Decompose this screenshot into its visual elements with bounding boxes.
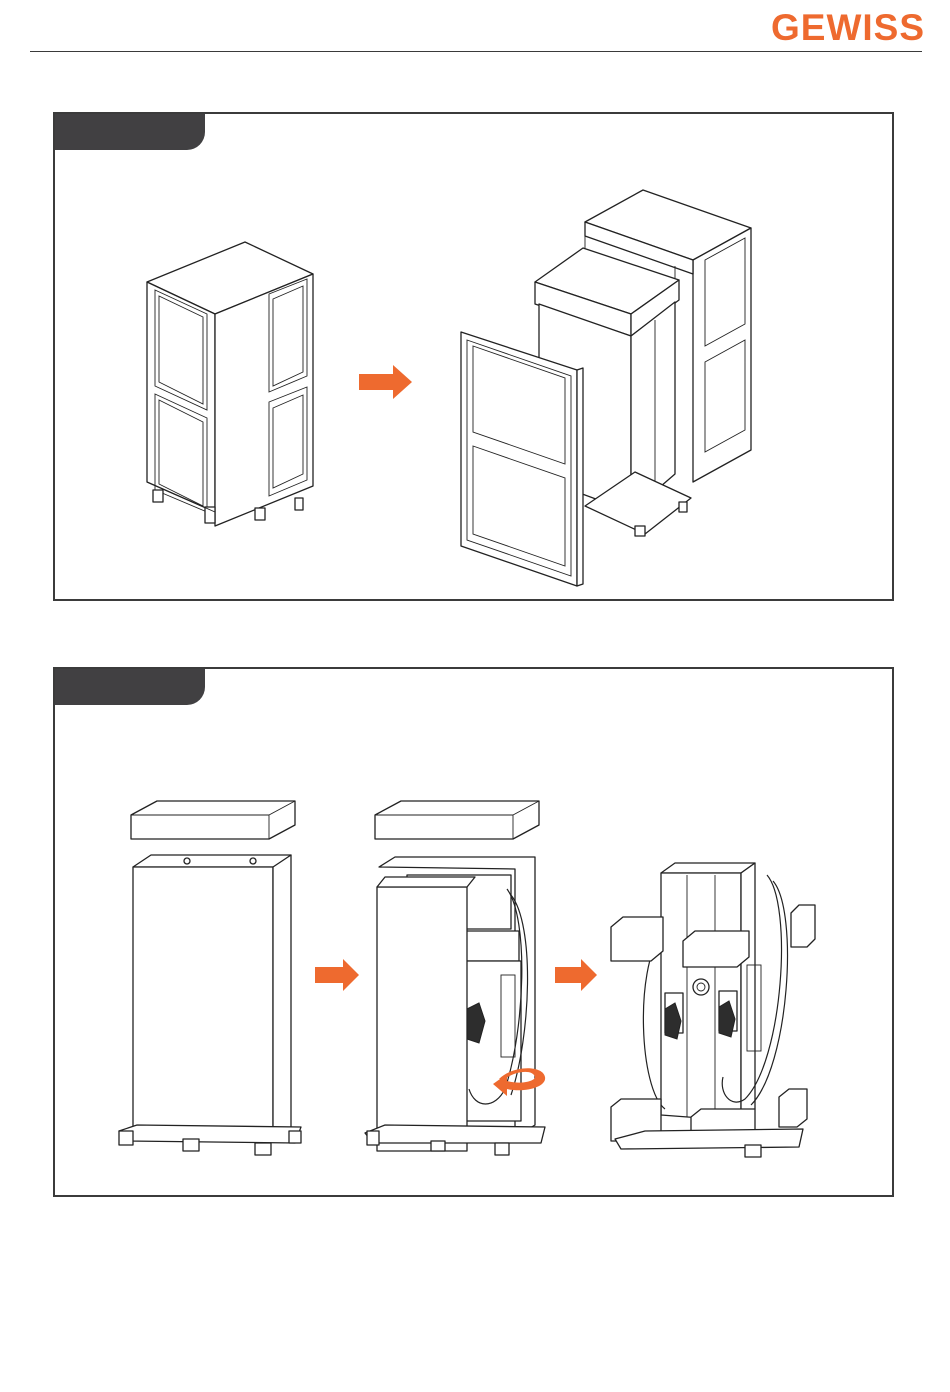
svg-text:GEWISS: GEWISS xyxy=(772,8,924,46)
crate-removal-illustration xyxy=(55,114,896,603)
box-removal-illustration xyxy=(55,669,896,1199)
arrow-right-icon xyxy=(359,365,412,399)
unpacking-step-panel-2 xyxy=(53,667,894,1197)
unpacking-step-panel-1 xyxy=(53,112,894,601)
crated-unit xyxy=(147,242,313,526)
boxed-unit-top-removed xyxy=(119,801,301,1155)
gewiss-logo: GEWISS xyxy=(772,8,924,46)
arrow-right-icon xyxy=(315,959,359,991)
arrow-right-icon xyxy=(555,959,597,991)
crate-panels-removed xyxy=(461,190,751,586)
box-wall-removed xyxy=(365,801,545,1155)
charger-unpacked xyxy=(611,863,815,1157)
header-rule xyxy=(30,51,922,52)
